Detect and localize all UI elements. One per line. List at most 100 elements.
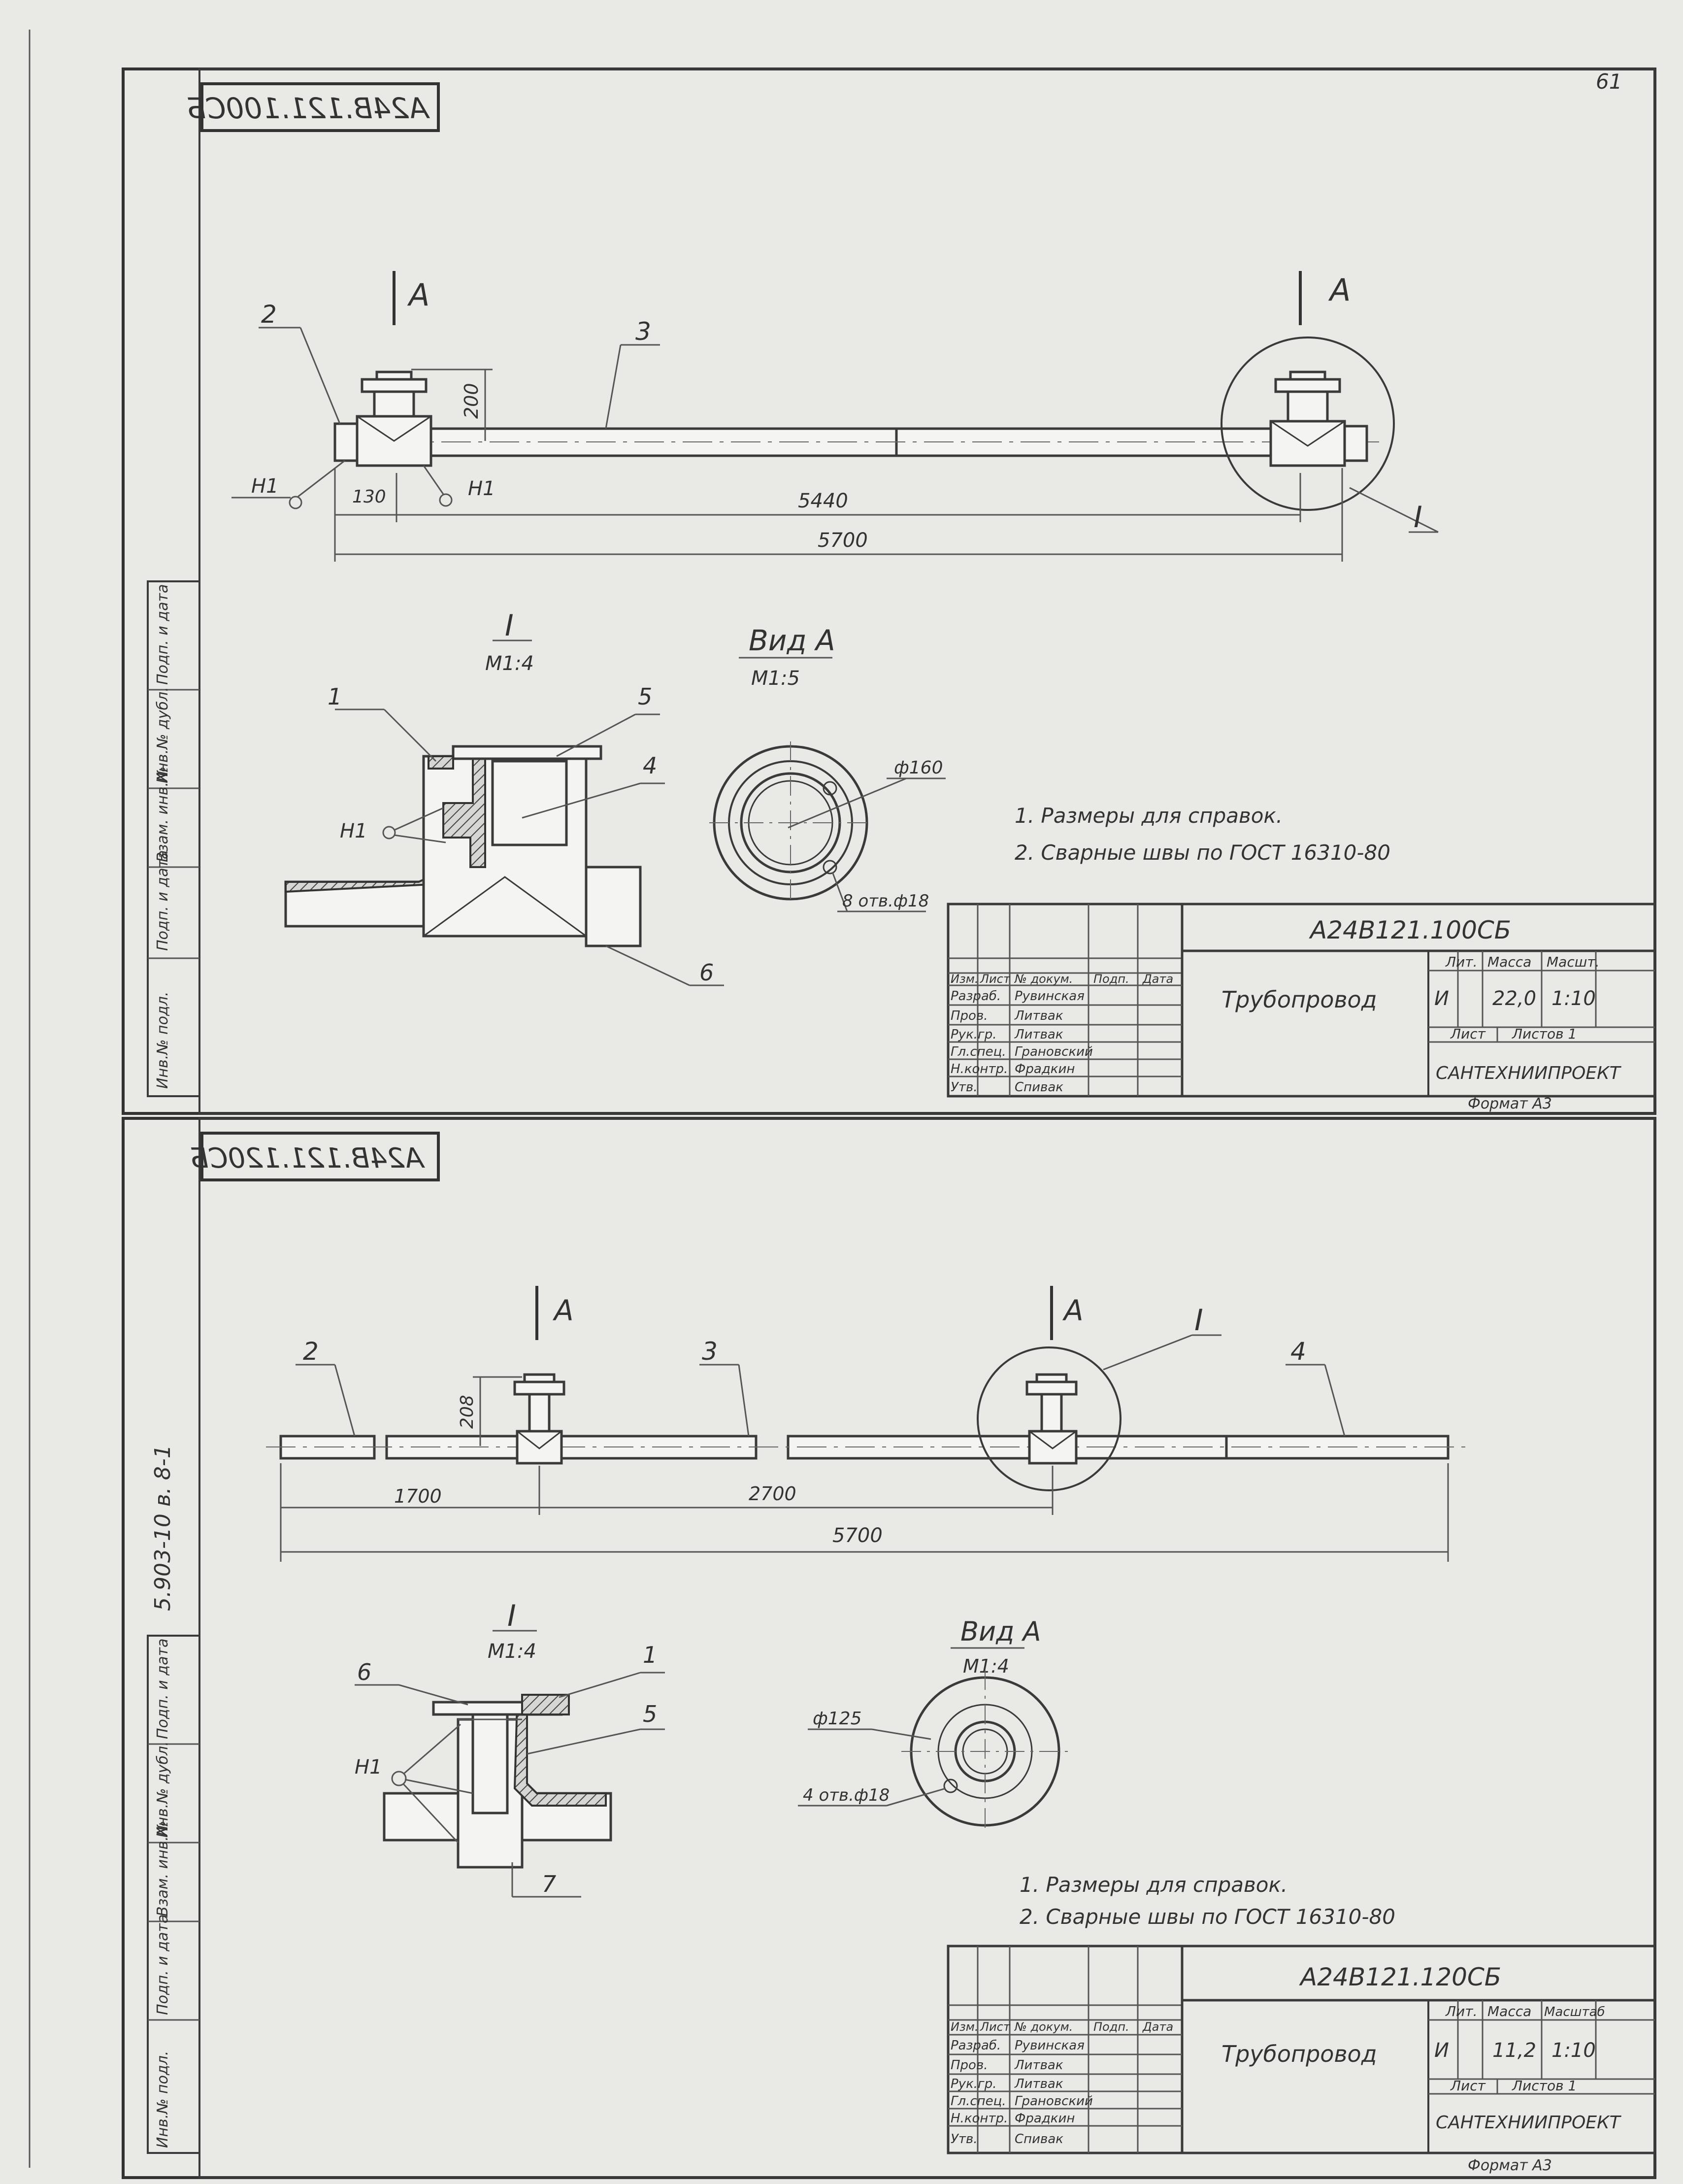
sheet1-tb-code: А24В121.100СБ <box>1309 916 1511 944</box>
sheet1-tb-role-1: Пров. <box>951 1008 988 1023</box>
sheet1-detail-circle <box>1221 336 1395 511</box>
sheet2-side-label-0: Инв.№ подл. <box>154 2051 171 2148</box>
sheet1-dim-diam: ф160 <box>894 758 943 778</box>
sheet2-side-label-3: Инв.№ дубл. <box>154 1741 171 1838</box>
sheet2-dim-diam: ф125 <box>813 1709 862 1729</box>
sheet1-dim-total: 5700 <box>818 529 868 552</box>
sheet1-tb-mass: 22,0 <box>1492 987 1536 1010</box>
sheet2-section-mark-right: А <box>1062 1294 1084 1327</box>
sheet2-tb-name-1: Литвак <box>1014 2058 1063 2073</box>
sheet2: А24В.121.120СБ 5.903-10 в. 8-1 А А I <box>147 1132 1656 2174</box>
sheet2-tb-name-0: Рувинская <box>1015 2038 1085 2053</box>
sheet2-tb-code: А24В121.120СБ <box>1299 1963 1501 1991</box>
sheet1-tb-h-list: Лист <box>980 972 1011 986</box>
sheet2-callout-2: 2 <box>303 1337 319 1366</box>
sheet1-detail-callout-4: 4 <box>643 752 657 779</box>
sheet1-flange-right <box>1274 378 1341 393</box>
sheet2-callout-3: 3 <box>702 1337 718 1366</box>
sheet1-tb-sheet: Лист <box>1450 1026 1486 1042</box>
sheet2-detail-circle <box>977 1346 1122 1491</box>
sheet2-tb-mass: 11,2 <box>1492 2039 1536 2062</box>
sheet2-callout-4: 4 <box>1290 1337 1306 1366</box>
sheet1-callout-3: 3 <box>635 317 651 346</box>
sheet2-tb-role-0: Разраб. <box>951 2038 1001 2053</box>
sheet1-tb-h-doc: № докум. <box>1014 972 1073 986</box>
sheet1-title-block <box>947 903 1656 1098</box>
sheet1-tee-left-stub <box>333 422 359 462</box>
sheet2-dim-height: 208 <box>457 1395 477 1429</box>
sheet2-tb-name-2: Литвак <box>1014 2077 1063 2091</box>
sheet1-detail-callout: I <box>1414 500 1422 535</box>
sheet2-view-a-flange <box>901 1670 1069 1833</box>
sheet2-tb-role-3: Гл.спец. <box>951 2094 1006 2109</box>
sheet2-flange-right <box>1025 1380 1078 1396</box>
sheet1-dim-offset: 130 <box>352 487 386 507</box>
sheet1-flange-right-top <box>1289 370 1326 381</box>
sheet1-weld-label-right: Н1 <box>468 477 495 500</box>
sheet2-frame <box>122 1117 1656 2179</box>
sheet1-tee-right-neck <box>1287 390 1329 423</box>
sheet2-dim-total: 5700 <box>832 1524 883 1547</box>
sheet1-flange-left-top <box>375 370 413 381</box>
sheet1-tb-org: САНТЕХНИИПРОЕКТ <box>1436 1063 1622 1083</box>
sheet1-tb-h-izm: Изм. <box>951 972 978 986</box>
sheet1-dim-height: 200 <box>461 383 482 419</box>
sheet1-tb-name-2: Литвак <box>1014 1027 1063 1042</box>
sheet1-tb-lit: И <box>1434 987 1449 1010</box>
sheet2-detail-drawing <box>383 1694 612 1869</box>
sheet2-stamp-code: А24В.121.120СБ <box>190 1142 425 1175</box>
sheet1-dim-holes: 8 отв.ф18 <box>842 891 929 911</box>
sheet2-tb-h-date: Дата <box>1142 2020 1173 2034</box>
sheet2-tb-scale-header: Масштаб <box>1544 2005 1605 2019</box>
sheet2-side-label-2: Взам. инв.№ <box>154 1821 171 1916</box>
sheet1-view-scale: М1:5 <box>751 667 800 690</box>
sheet1-frame <box>122 67 1656 1115</box>
sheet2-stamp-box <box>200 1132 440 1181</box>
sheet2-tb-h-doc: № докум. <box>1014 2020 1073 2034</box>
sheet2-tb-lit-header: Лит. <box>1445 2003 1477 2019</box>
sheet1-tb-name-4: Фрадкин <box>1015 1062 1075 1076</box>
sheet1-detail-weld-label: Н1 <box>340 820 367 842</box>
sheet1-side-label-1: Подп. и дата <box>154 850 171 951</box>
sheet2-tb-lit: И <box>1434 2039 1449 2062</box>
sheet1-tb-h-date: Дата <box>1142 972 1173 986</box>
sheet2-tb-name-5: Спивак <box>1015 2132 1063 2147</box>
sheet1-note-2: 2. Сварные швы по ГОСТ 16310-80 <box>1015 840 1390 865</box>
sheet1-weld-marker-left <box>289 496 302 509</box>
sheet1-tb-lit-header: Лит. <box>1445 954 1477 970</box>
sheet2-inner-frame <box>198 1117 1656 2179</box>
sheet1-tb-name-0: Рувинская <box>1015 989 1085 1004</box>
sheet2-tb-mass-header: Масса <box>1487 2003 1531 2019</box>
sheet2-detail-title: I <box>507 1599 516 1633</box>
sheet1-inner-frame <box>198 68 1656 1114</box>
sheet1-tb-role-4: Н.контр. <box>951 1062 1008 1076</box>
sheet2-tb-org: САНТЕХНИИПРОЕКТ <box>1436 2113 1622 2133</box>
sheet2-tb-role-1: Пров. <box>951 2058 988 2073</box>
sheet2-tb-sheet: Лист <box>1450 2078 1486 2094</box>
sheet1-side-label-0: Инв.№ подл. <box>154 992 171 1089</box>
sheet1-detail-callout-5: 5 <box>638 683 652 710</box>
sheet1-section-mark-right: А <box>1328 272 1351 308</box>
sheet2-tb-name-4: Фрадкин <box>1015 2111 1075 2126</box>
sheet1-tee-right-stub <box>1343 425 1368 462</box>
sheet2-tb-role-4: Н.контр. <box>951 2111 1008 2126</box>
sheet2-tb-name-3: Грановский <box>1015 2094 1093 2109</box>
sheet2-side-label-4: Подп. и дата <box>154 1639 171 1739</box>
sheet2-detail-weld-label: Н1 <box>355 1756 382 1779</box>
sheet2-note-1: 1. Размеры для справок. <box>1020 1873 1287 1897</box>
sheet1-stamp-box <box>200 82 440 132</box>
sheet2-side-label-1: Подп. и дата <box>154 1915 171 2015</box>
sheet1-tb-scale: 1:10 <box>1551 987 1596 1010</box>
sheet1-detail-scale: М1:4 <box>485 652 534 675</box>
sheet2-tb-h-sign: Подп. <box>1093 2020 1129 2034</box>
sheet1-tb-mass-header: Масса <box>1487 954 1531 970</box>
sheet2-dim-left: 1700 <box>394 1485 442 1507</box>
sheet1-flange-left <box>361 378 428 393</box>
sheet2-detail-callout-1: 1 <box>643 1642 657 1668</box>
sheet1-tb-role-3: Гл.спец. <box>951 1044 1006 1059</box>
sheet2-tb-name: Трубопровод <box>1221 2041 1377 2067</box>
sheet1-detail-callout-1: 1 <box>328 683 342 710</box>
sheet2-title-block <box>947 1945 1656 2154</box>
sheet1-tb-role-0: Разраб. <box>951 989 1001 1004</box>
